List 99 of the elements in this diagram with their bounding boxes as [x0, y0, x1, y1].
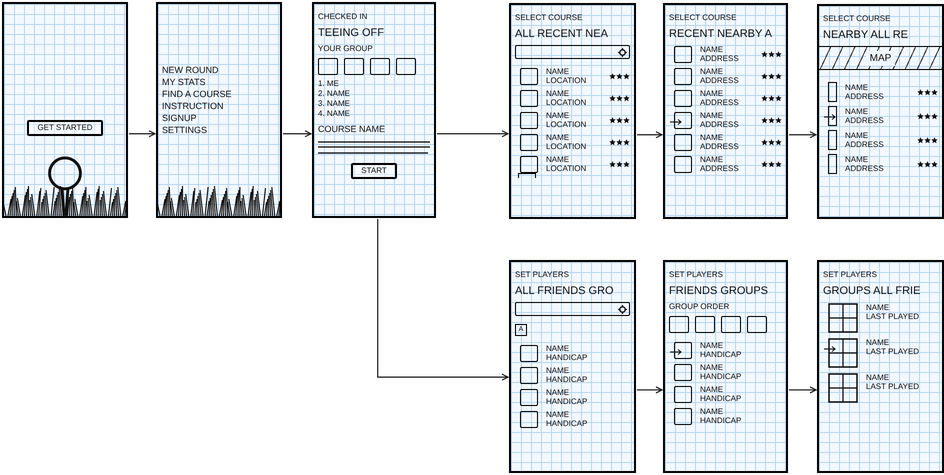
row-label: HANDICAP: [546, 375, 588, 384]
row-label: HANDICAP: [700, 394, 742, 403]
row-label: NAME: [700, 341, 724, 350]
row-label: ADDRESS: [845, 140, 884, 149]
row-label: NAME: [546, 388, 570, 397]
row-label: ADDRESS: [700, 98, 739, 107]
row-label: NAME: [866, 338, 890, 347]
wireframe-screen: [509, 3, 636, 219]
flow-arrow: [129, 130, 156, 138]
row-label: NAME: [546, 67, 570, 76]
row-label: NAME: [546, 89, 570, 98]
row-label: HANDICAP: [700, 416, 742, 425]
row-label: ADDRESS: [700, 54, 739, 63]
row-label: NAME: [700, 89, 724, 98]
row-label: NAME: [546, 111, 570, 120]
row-label: NAME: [700, 385, 724, 394]
screen-title: RECENT NEARBY A: [669, 27, 773, 41]
screen-label: YOUR GROUP: [318, 44, 374, 54]
wireframe-screen: [156, 2, 282, 218]
row-label: ADDRESS: [700, 164, 739, 173]
flow-arrow: [789, 386, 817, 394]
row-label: ADDRESS: [700, 76, 739, 85]
row-label: NAME: [700, 407, 724, 416]
screen-label: SELECT COURSE: [515, 13, 584, 23]
row-label: NAME: [845, 131, 870, 140]
flow-arrow: [637, 131, 663, 138]
row-label: LOCATION: [546, 76, 586, 85]
row-label: HANDICAP: [546, 397, 588, 406]
row-label: ADDRESS: [845, 116, 884, 125]
wireframe-screen: [663, 3, 788, 219]
action-button: START: [351, 163, 397, 179]
flow-arrow: [283, 130, 312, 138]
row-label: LOCATION: [546, 120, 586, 129]
screen-title: NEARBY ALL RE: [823, 28, 909, 42]
row-label: LAST PLAYED: [866, 312, 920, 321]
row-label: NAME: [546, 344, 570, 353]
row-label: NAME: [700, 111, 724, 120]
screen-label: SELECT COURSE: [823, 14, 892, 24]
screen-label: COURSE NAME: [318, 123, 386, 135]
screen-title: ALL RECENT NEA: [515, 27, 609, 41]
menu-item: 1. ME: [318, 79, 340, 89]
row-label: HANDICAP: [700, 350, 742, 359]
menu-item: MY STATS: [162, 76, 207, 88]
row-label: LAST PLAYED: [866, 347, 920, 356]
row-label: NAME: [546, 366, 570, 375]
row-label: LOCATION: [546, 98, 586, 107]
menu-item: 3. NAME: [318, 99, 352, 109]
wireframe-screen: [817, 260, 944, 473]
row-label: NAME: [845, 83, 870, 92]
menu-item: 2. NAME: [318, 89, 352, 99]
row-label: NAME: [866, 303, 890, 312]
row-label: NAME: [700, 155, 724, 164]
row-label: LOCATION: [546, 142, 586, 151]
row-label: NAME: [866, 373, 890, 382]
row-label: NAME: [700, 363, 724, 372]
screen-label: SET PLAYERS: [515, 270, 570, 280]
row-label: LOCATION: [546, 164, 586, 173]
menu-item: 4. NAME: [318, 109, 352, 119]
screen-title: FRIENDS GROUPS: [669, 284, 770, 298]
wireframe-screen: [509, 260, 636, 473]
menu-item: NEW ROUND: [162, 64, 220, 76]
row-label: NAME: [845, 155, 870, 164]
flow-arrow: [637, 386, 663, 394]
menu-item: SETTINGS: [162, 124, 208, 136]
screen-label: CHECKED IN: [318, 12, 368, 22]
screen-title: ALL FRIENDS GRO: [515, 284, 615, 298]
wireframe-screen: [312, 2, 436, 218]
flow-arrow: [437, 130, 509, 138]
row-label: NAME: [845, 107, 870, 116]
row-label: ADDRESS: [845, 92, 884, 101]
menu-item: SIGNUP: [162, 112, 198, 124]
row-label: ADDRESS: [700, 142, 739, 151]
action-button: GET STARTED: [27, 120, 103, 136]
row-label: HANDICAP: [700, 372, 742, 381]
screen-label: SELECT COURSE: [669, 13, 738, 23]
wireframe-screen: [663, 260, 788, 473]
row-label: ADDRESS: [700, 120, 739, 129]
row-label: LAST PLAYED: [866, 382, 920, 391]
flow-arrow: [377, 219, 509, 381]
row-label: ADDRESS: [845, 164, 884, 173]
row-label: NAME: [700, 45, 724, 54]
menu-item: INSTRUCTION: [162, 100, 224, 112]
wireframe-screen: [817, 4, 944, 219]
screen-label: GROUP ORDER: [669, 302, 730, 312]
wireframe-screen: [2, 2, 128, 218]
row-label: HANDICAP: [546, 419, 588, 428]
row-label: NAME: [546, 133, 570, 142]
screen-title: TEEING OFF: [318, 26, 385, 40]
row-label: NAME: [546, 410, 570, 419]
screen-label: SET PLAYERS: [823, 270, 878, 280]
row-label: NAME: [546, 155, 570, 164]
row-label: HANDICAP: [546, 353, 588, 362]
map-label: MAP: [866, 50, 896, 66]
row-label: NAME: [700, 133, 724, 142]
menu-item: FIND A COURSE: [162, 88, 233, 100]
flow-arrow: [789, 131, 817, 138]
screen-label: SET PLAYERS: [669, 270, 724, 280]
row-label: NAME: [700, 67, 724, 76]
screen-title: GROUPS ALL FRIE: [823, 284, 922, 298]
